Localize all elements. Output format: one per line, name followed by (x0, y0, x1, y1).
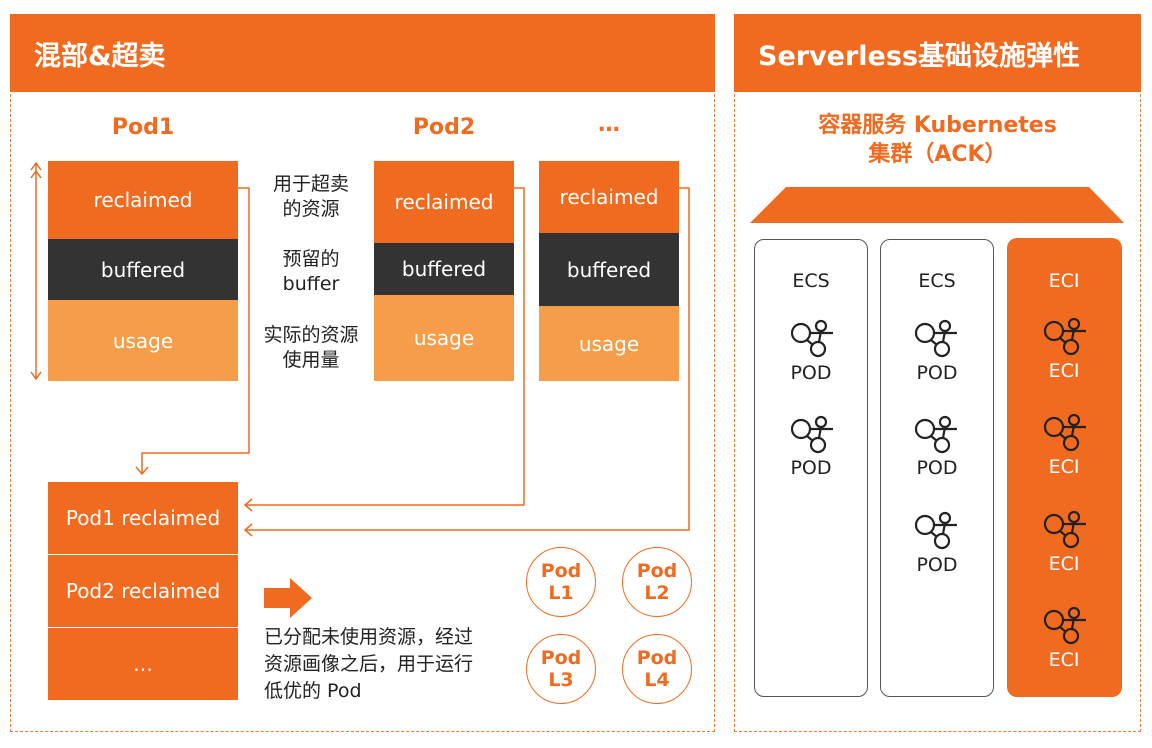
pool-pod2-reclaimed: Pod2 reclaimed (48, 555, 238, 627)
eci-label-2: ECI (1048, 456, 1080, 478)
pod2-title: Pod2 (412, 115, 476, 140)
cluster-title-line2: 集群（ACK） (868, 142, 1007, 167)
pod-icon (790, 415, 835, 454)
note-usage-line1: 实际的资源 (263, 324, 359, 346)
height-arrow-top (30, 161, 42, 171)
ecs2-pod-label-1: POD (916, 362, 958, 384)
right-arrow-icon (264, 578, 312, 618)
eci-column-label: ECI (1048, 270, 1080, 292)
pod2-connector (245, 187, 525, 506)
note-usage: 实际的资源 使用量 (250, 323, 372, 373)
description-line3: 低优的 Pod (264, 680, 362, 702)
pod2-usage: usage (374, 295, 514, 381)
eci-label-1: ECI (1048, 360, 1080, 382)
pod-l3-line2: L3 (548, 669, 574, 691)
pod-l2-line2: L2 (644, 582, 670, 604)
eci-label-3: ECI (1048, 553, 1080, 575)
note-buffered-line2: buffer (282, 273, 340, 295)
left-header: 混部&超卖 (10, 14, 715, 92)
note-reclaimed: 用于超卖 的资源 (250, 172, 372, 222)
pod-l2-line1: Pod (636, 560, 678, 582)
pod-more-reclaimed: reclaimed (539, 161, 679, 233)
note-reclaimed-line2: 的资源 (282, 198, 340, 220)
cluster-title-line1: 容器服务 Kubernetes (818, 113, 1057, 138)
ecs2-pod-label-2: POD (916, 457, 958, 479)
pod-l1-circle: Pod L1 (526, 547, 596, 617)
height-arrow-top2 (30, 169, 42, 179)
ecs-column-1-label: ECS (792, 270, 830, 292)
pod-l1-line1: Pod (540, 560, 582, 582)
pod-more-usage: usage (539, 306, 679, 381)
pod-icon (914, 511, 959, 550)
pod-l2-circle: Pod L2 (622, 547, 692, 617)
description-line2: 资源画像之后，用于运行 (264, 653, 474, 675)
eci-icon (1043, 413, 1088, 452)
pool-more: … (48, 628, 238, 700)
pod-l3-line1: Pod (540, 647, 582, 669)
pod-more-connector (245, 187, 690, 531)
pod1-arrowhead (135, 466, 149, 476)
description: 已分配未使用资源，经过 资源画像之后，用于运行 低优的 Pod (264, 624, 524, 705)
pod-icon (914, 319, 959, 358)
pod-l3-circle: Pod L3 (526, 634, 596, 704)
right-header: Serverless基础设施弹性 (734, 14, 1141, 92)
description-line1: 已分配未使用资源，经过 (264, 626, 474, 648)
eci-label-4: ECI (1048, 649, 1080, 671)
pool-pod1-reclaimed: Pod1 reclaimed (48, 482, 238, 554)
note-buffered-line1: 预留的 (282, 248, 340, 270)
eci-icon (1043, 317, 1088, 356)
pod1-connector (141, 187, 250, 474)
pod-more-arrowhead (243, 523, 253, 537)
pod2-buffered: buffered (374, 243, 514, 295)
note-usage-line2: 使用量 (282, 349, 340, 371)
cluster-roof (750, 187, 1124, 223)
note-reclaimed-line1: 用于超卖 (272, 173, 349, 195)
ecs-column-1 (754, 239, 868, 697)
pod1-reclaimed: reclaimed (48, 161, 238, 239)
pod-more-buffered: buffered (539, 233, 679, 306)
pod-l4-line2: L4 (644, 669, 670, 691)
ecs-column-2 (880, 239, 994, 697)
pod-icon (914, 415, 959, 454)
ecs1-pod-label-2: POD (790, 457, 832, 479)
pod1-usage: usage (48, 300, 238, 381)
ecs2-pod-label-3: POD (916, 554, 958, 576)
pod1-buffered: buffered (48, 239, 238, 300)
cluster-title: 容器服务 Kubernetes 集群（ACK） (734, 111, 1141, 169)
pod-icon (790, 319, 835, 358)
ecs1-pod-label-1: POD (790, 362, 832, 384)
pod-l4-circle: Pod L4 (622, 634, 692, 704)
note-buffered: 预留的 buffer (250, 247, 372, 297)
pod2-reclaimed: reclaimed (374, 161, 514, 243)
pod-l1-line2: L1 (548, 582, 574, 604)
ecs-column-2-label: ECS (918, 270, 956, 292)
height-arrow-bottom (30, 371, 42, 381)
eci-icon (1043, 606, 1088, 645)
pod2-arrowhead (243, 498, 253, 512)
pod1-title: Pod1 (111, 115, 175, 140)
eci-icon (1043, 510, 1088, 549)
pod-more-title: … (598, 112, 620, 137)
pod-l4-line1: Pod (636, 647, 678, 669)
